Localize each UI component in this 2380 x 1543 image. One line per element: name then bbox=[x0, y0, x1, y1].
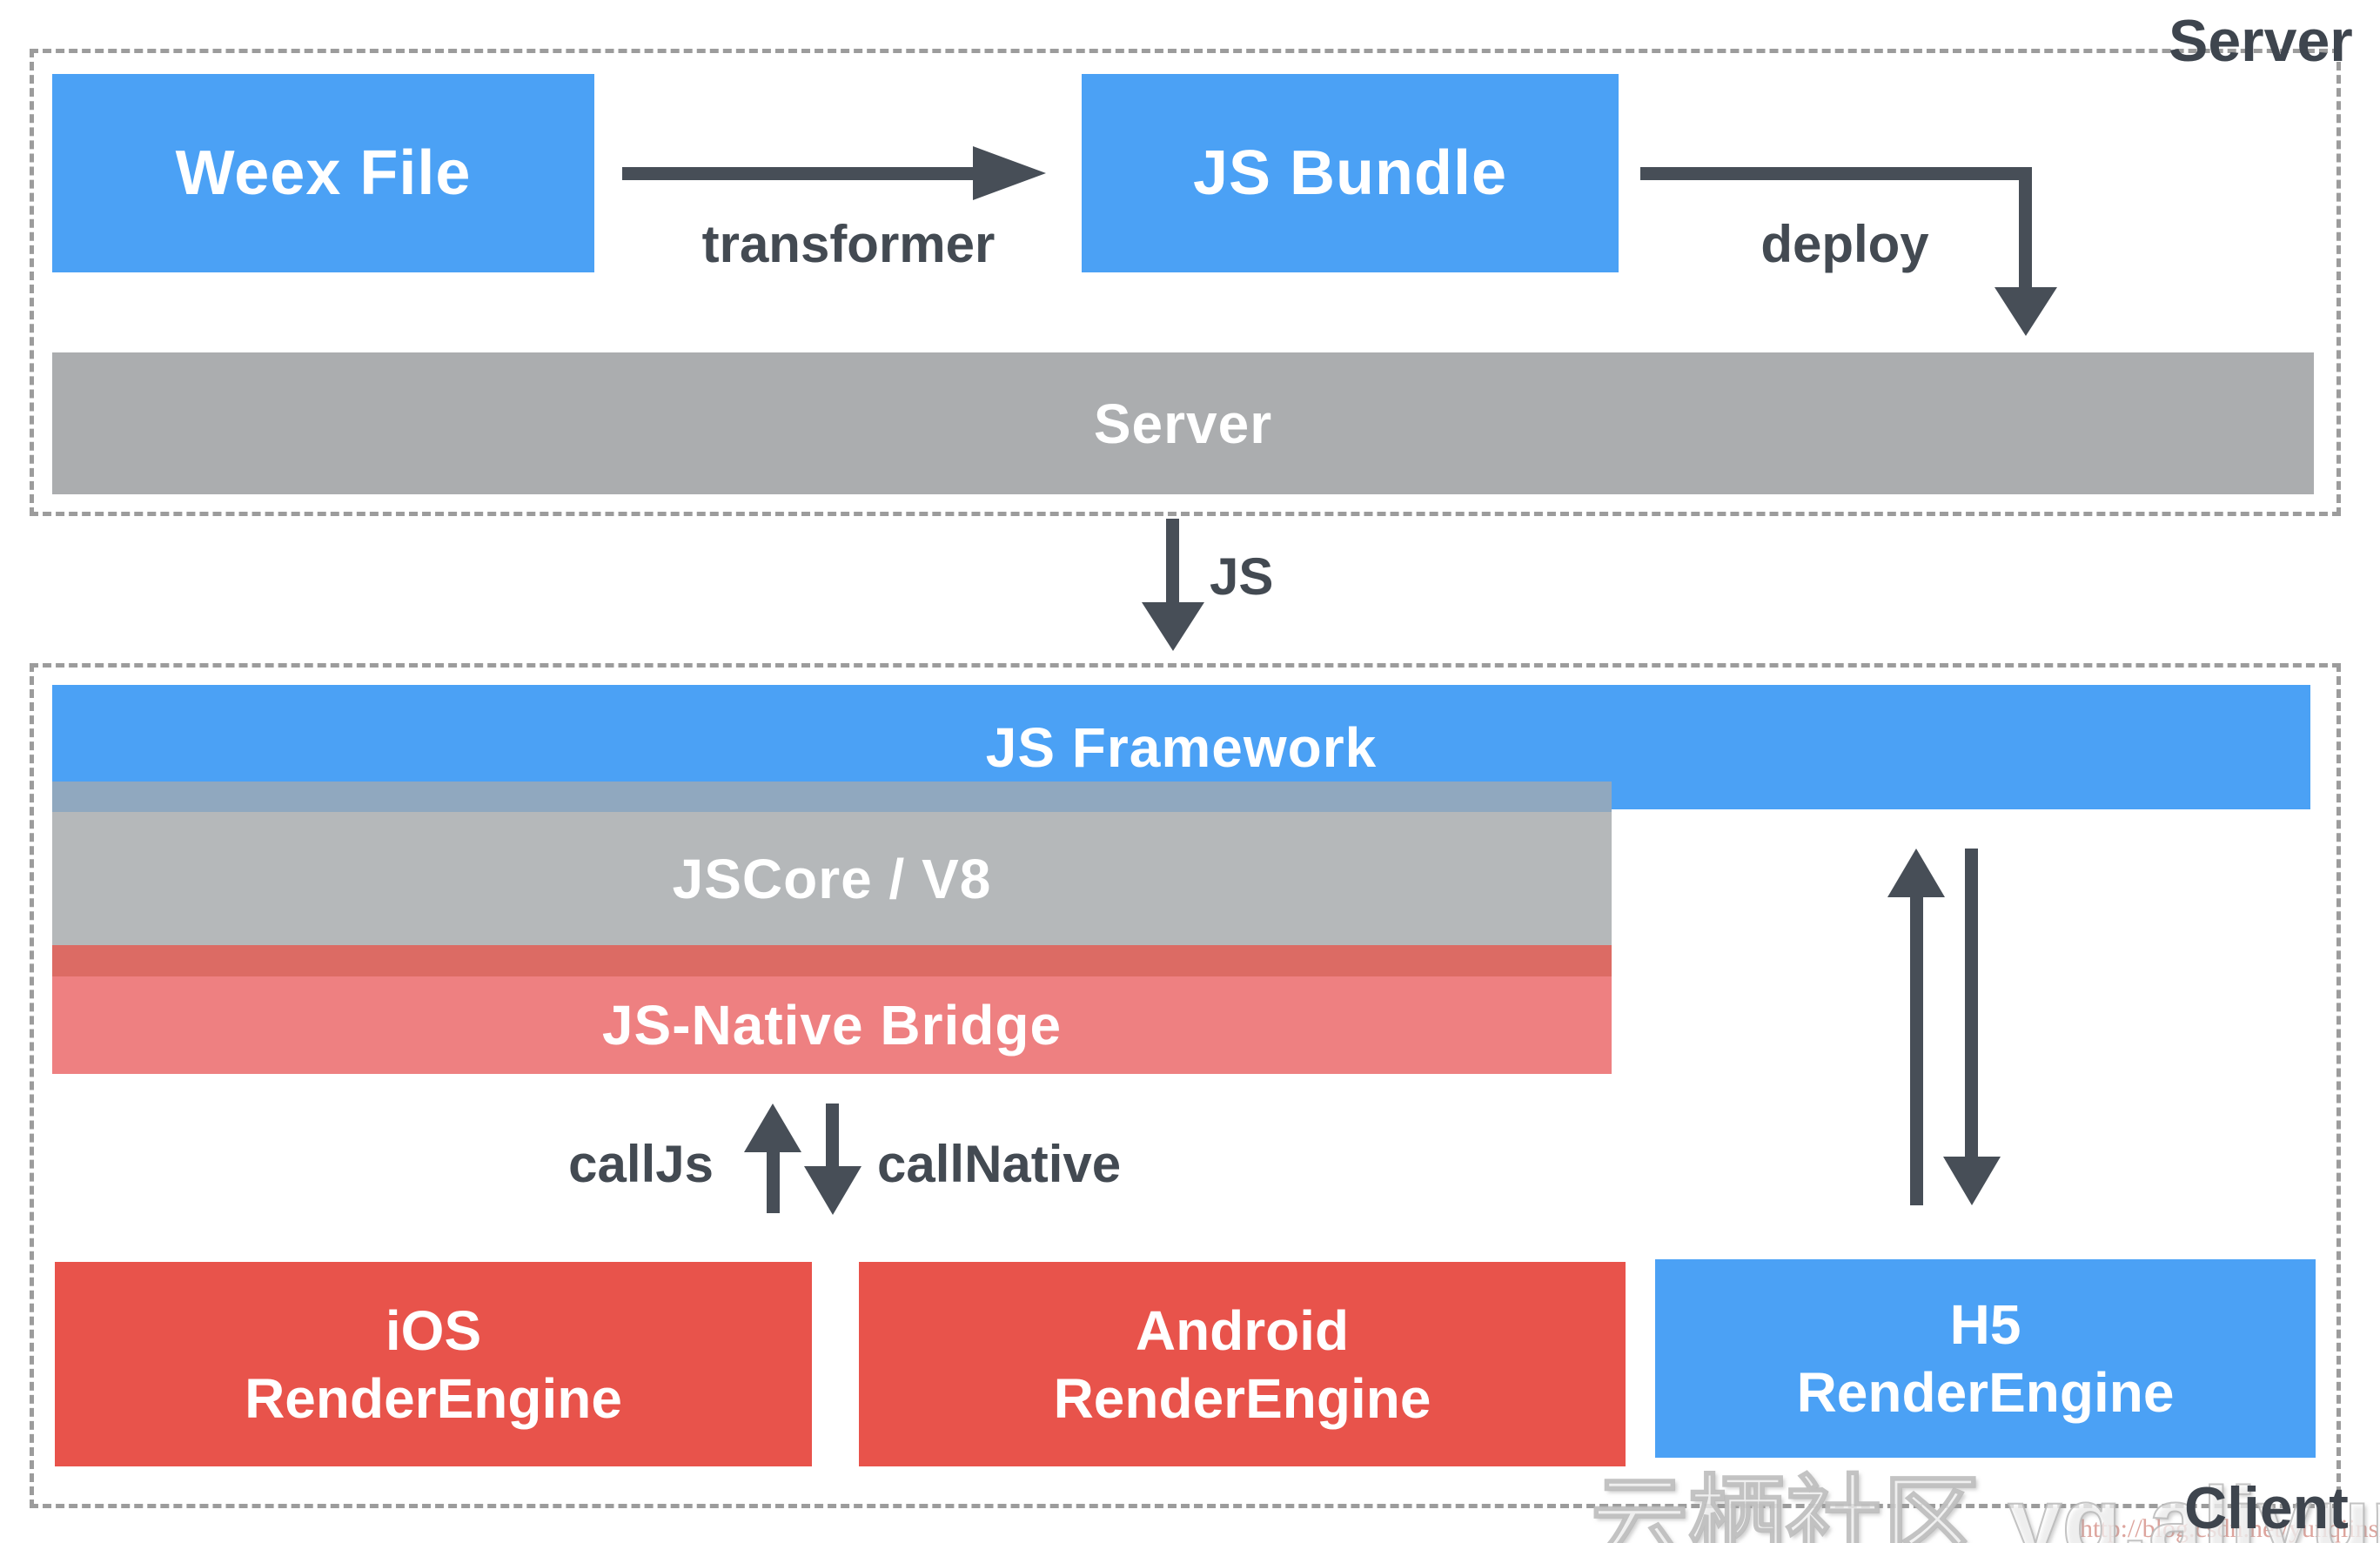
client-region-label: Client bbox=[2184, 1475, 2349, 1541]
jscore-label: JSCore / V8 bbox=[672, 847, 992, 910]
server-bar-label: Server bbox=[1093, 392, 1273, 455]
jscore-framework-overlap-strip bbox=[52, 782, 1612, 812]
server-region-label: Server bbox=[2169, 8, 2353, 74]
callnative-label: callNative bbox=[877, 1135, 1122, 1193]
js-framework-label: JS Framework bbox=[985, 715, 1378, 779]
transformer-label: transformer bbox=[701, 215, 996, 273]
server-bar: Server bbox=[52, 352, 2314, 494]
calljs-label: callJs bbox=[568, 1135, 714, 1193]
js-native-bridge-label: JS-Native Bridge bbox=[601, 994, 1063, 1057]
jscore-bar: JSCore / V8 bbox=[52, 812, 1612, 945]
js-native-bridge-bar: JS-Native Bridge bbox=[52, 976, 1612, 1074]
deploy-label: deploy bbox=[1760, 215, 1929, 273]
ios-render-engine-label: iOS RenderEngine bbox=[245, 1298, 622, 1430]
js-flow-label: JS bbox=[1210, 547, 1274, 606]
android-render-engine-box: Android RenderEngine bbox=[859, 1262, 1626, 1466]
js-bundle-label: JS Bundle bbox=[1192, 138, 1508, 208]
watermark-text: 云栖社区 yq.aliyun.com bbox=[1590, 1466, 2380, 1543]
bridge-jscore-overlap-strip bbox=[52, 945, 1612, 976]
weex-file-label: Weex File bbox=[175, 138, 472, 208]
js-bundle-box: JS Bundle bbox=[1082, 74, 1619, 272]
client-region-border bbox=[30, 663, 2341, 1508]
watermark-url-text: http://blog.csdn.net/yunqiinsight bbox=[2080, 1514, 2380, 1543]
h5-render-engine-label: H5 RenderEngine bbox=[1796, 1293, 2175, 1424]
ios-render-engine-box: iOS RenderEngine bbox=[55, 1262, 812, 1466]
android-render-engine-label: Android RenderEngine bbox=[1053, 1298, 1431, 1430]
server-region-border bbox=[30, 49, 2341, 516]
h5-render-engine-box: H5 RenderEngine bbox=[1655, 1259, 2316, 1458]
weex-file-box: Weex File bbox=[52, 74, 594, 272]
